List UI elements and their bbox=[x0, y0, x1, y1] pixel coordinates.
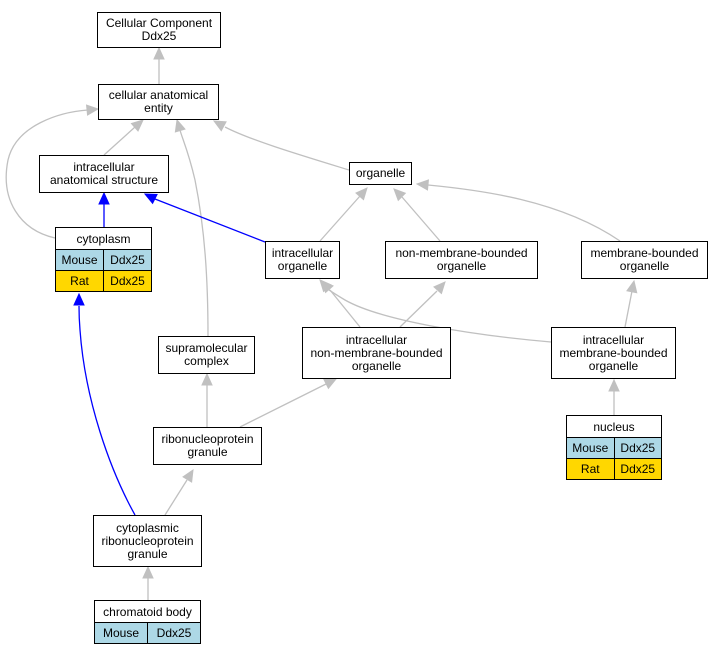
arrowhead bbox=[98, 191, 110, 205]
edge-smc-to-cae bbox=[179, 129, 209, 337]
edge-organelle-to-cae bbox=[224, 126, 350, 171]
node-label-line: ribonucleoprotein bbox=[161, 432, 254, 446]
node-label-line: entity bbox=[144, 101, 173, 115]
node-label-line: organelle bbox=[619, 259, 670, 273]
species-cell: Mouse bbox=[567, 438, 614, 458]
gene-cell: Ddx25 bbox=[613, 438, 661, 458]
node-label-line: intracellular bbox=[345, 332, 408, 347]
species-cell: Mouse bbox=[95, 623, 147, 643]
gene-cell: Ddx25 bbox=[613, 459, 661, 479]
arrowhead bbox=[201, 372, 213, 386]
edge-cytoplasm-to-cae bbox=[5, 109, 89, 239]
edge-imbo-to-mbo bbox=[624, 290, 633, 328]
node-label-line: supramolecular bbox=[165, 341, 248, 355]
species-cell: Mouse bbox=[56, 250, 103, 270]
node-chromatoid-body[interactable]: chromatoid body Mouse Ddx25 bbox=[94, 600, 201, 644]
edge-ias-to-cae bbox=[103, 126, 136, 156]
edge-io-to-organelle bbox=[319, 195, 361, 242]
edge-crnpg-to-rnpg bbox=[164, 479, 188, 516]
node-title: nucleus bbox=[567, 416, 661, 438]
node-label-line: Cellular Component bbox=[105, 16, 213, 30]
edge-inmbo-to-nmbo bbox=[399, 290, 438, 328]
node-label-line: granule bbox=[187, 445, 228, 459]
node-label-line: cytoplasmic bbox=[116, 520, 179, 535]
node-title: cytoplasm bbox=[56, 228, 151, 250]
node-label-line: intracellular bbox=[582, 332, 645, 347]
node-organelle[interactable]: organelle bbox=[349, 162, 412, 185]
species-row: Mouse Ddx25 bbox=[567, 438, 661, 458]
arrowhead bbox=[73, 292, 85, 306]
arrowhead bbox=[85, 104, 100, 116]
node-label-line: non-membrane-bounded bbox=[310, 345, 443, 360]
edge-imbo-to-io bbox=[327, 288, 552, 343]
node-label-line: anatomical structure bbox=[49, 173, 159, 187]
node-label-line: complex bbox=[184, 354, 229, 368]
node-label-line: organelle bbox=[355, 166, 406, 180]
species-row: Mouse Ddx25 bbox=[95, 623, 200, 643]
node-title: chromatoid body bbox=[95, 601, 200, 623]
node-label-line: organelle bbox=[277, 259, 328, 273]
arrowhead bbox=[323, 378, 338, 390]
node-label-line: intracellular bbox=[271, 246, 334, 260]
arrowhead bbox=[174, 118, 186, 133]
node-label-line: non-membrane-bounded bbox=[395, 246, 528, 260]
arrowhead bbox=[433, 281, 446, 295]
node-label-line: cellular anatomical bbox=[108, 88, 209, 102]
arrowhead bbox=[415, 179, 429, 191]
arrowhead bbox=[608, 378, 620, 392]
node-label-line: organelle bbox=[588, 358, 639, 373]
edge-inmbo-to-io bbox=[329, 289, 361, 328]
arrowhead bbox=[355, 187, 368, 201]
arrowhead bbox=[142, 565, 154, 579]
species-cell: Rat bbox=[56, 271, 103, 291]
arrowhead bbox=[130, 119, 144, 132]
node-cytoplasm[interactable]: cytoplasm Mouse Ddx25 Rat Ddx25 bbox=[55, 227, 152, 292]
node-label-line: granule bbox=[127, 546, 168, 561]
edge-io-to-ias bbox=[154, 198, 266, 243]
node-label-line: membrane-bounded bbox=[559, 345, 668, 360]
arrowhead bbox=[212, 120, 227, 132]
gene-cell: Ddx25 bbox=[147, 623, 200, 643]
species-cell: Rat bbox=[567, 459, 614, 479]
edge-rnpg-to-inmbo bbox=[239, 383, 327, 428]
species-row: Rat Ddx25 bbox=[567, 458, 661, 479]
arrowhead bbox=[182, 468, 194, 483]
arrowhead bbox=[393, 188, 407, 202]
species-row: Mouse Ddx25 bbox=[56, 250, 151, 270]
node-label-line: intracellular bbox=[73, 160, 135, 174]
gene-cell: Ddx25 bbox=[103, 250, 151, 270]
node-label-line: organelle bbox=[351, 358, 402, 373]
edge-nmbo-to-organelle bbox=[401, 196, 441, 242]
species-row: Rat Ddx25 bbox=[56, 270, 151, 291]
edge-mbo-to-organelle bbox=[427, 184, 621, 242]
node-label-line: ribonucleoprotein bbox=[101, 533, 194, 548]
node-nucleus[interactable]: nucleus Mouse Ddx25 Rat Ddx25 bbox=[566, 415, 662, 480]
node-label-line: organelle bbox=[436, 259, 487, 273]
arrowhead bbox=[143, 193, 158, 205]
gene-cell: Ddx25 bbox=[103, 271, 151, 291]
arrowhead bbox=[319, 279, 332, 293]
edge-crnpg-to-cytoplasm bbox=[78, 305, 136, 516]
node-label-line: Ddx25 bbox=[141, 29, 177, 43]
arrowhead bbox=[153, 46, 165, 60]
arrowhead bbox=[626, 279, 638, 294]
node-label-line: membrane-bounded bbox=[590, 246, 699, 260]
